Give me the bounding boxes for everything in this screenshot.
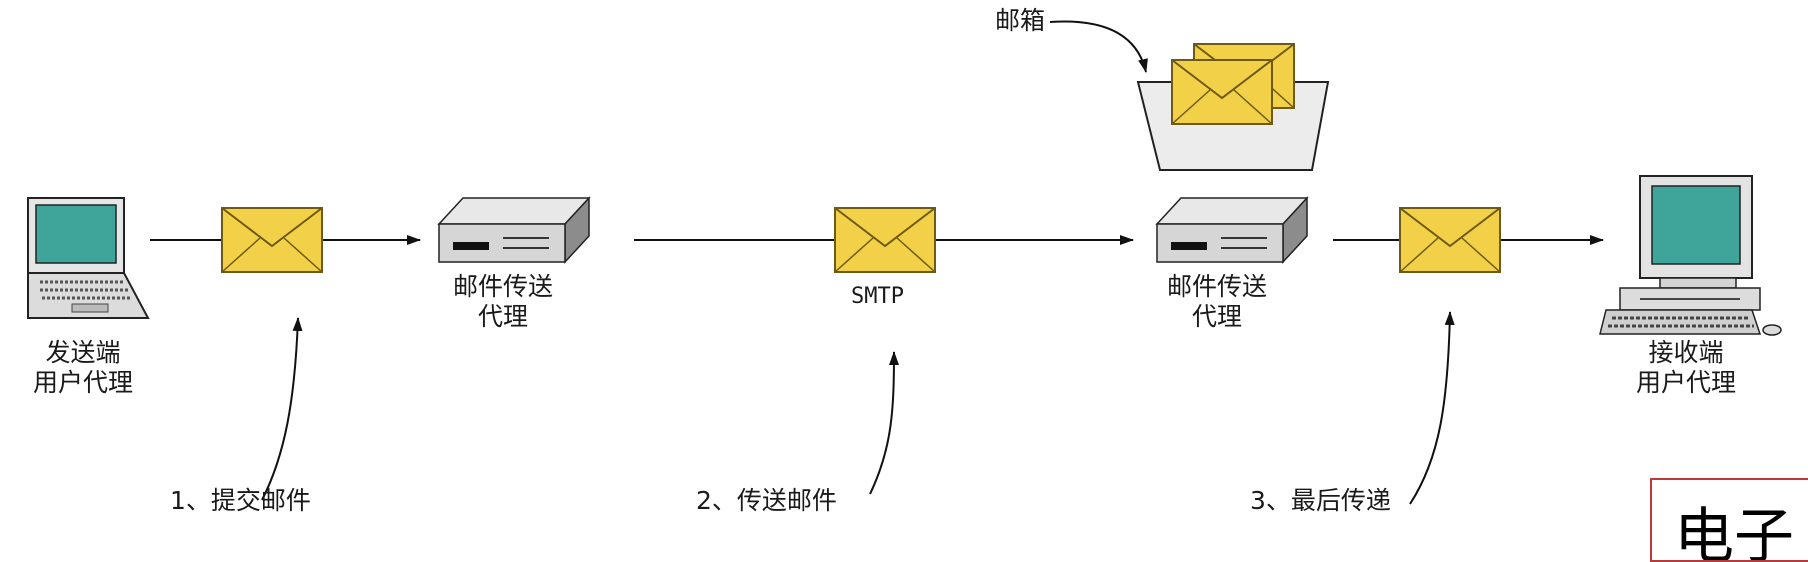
envelope-icon-1 [221,207,323,273]
title-box: 电子 [1650,478,1808,562]
mail-server-icon-1 [438,197,590,263]
mta-1-label: 邮件传送 代理 [452,272,553,331]
step-label-3: 3、最后传递 [1250,486,1391,515]
mailbox-pointer-arrow [1049,20,1148,73]
step-label-2: 2、传送邮件 [696,486,837,515]
envelope-icon-2 [834,207,936,273]
receiver-label: 接收端 用户代理 [1635,338,1736,397]
step-arrow-3 [1409,311,1455,505]
step-arrow-1 [261,317,303,501]
step-arrow-2 [869,351,899,495]
title-fragment: 电子 [1674,502,1794,562]
mailbox-label: 邮箱 [994,6,1045,35]
mailbox-icon [1136,43,1330,171]
step-label-1: 1、提交邮件 [170,486,311,515]
mta-2-label: 邮件传送 代理 [1166,272,1267,331]
sender-label: 发送端 用户代理 [32,338,133,397]
mail-flow-diagram [27,20,1782,505]
smtp-label: SMTP [851,284,904,309]
mail-server-icon-2 [1156,197,1308,263]
laptop-icon [27,197,150,319]
desktop-computer-icon [1599,175,1782,336]
envelope-icon-3 [1399,207,1501,273]
